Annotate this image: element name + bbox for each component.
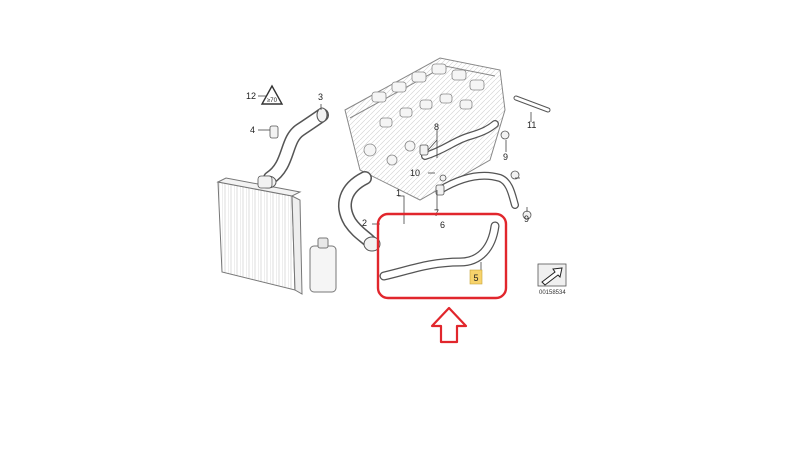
- heater-hose-lower: [436, 171, 519, 209]
- callout-6: 6: [440, 220, 445, 230]
- callout-9a: 9: [503, 152, 508, 162]
- leader-lines: [258, 95, 532, 271]
- callout-2: 2: [362, 218, 367, 228]
- callout-8: 8: [434, 122, 439, 132]
- fittings: [257, 125, 532, 220]
- svg-text:5: 5: [473, 273, 478, 283]
- radiator: [216, 177, 337, 295]
- coolant-pipe-11: [513, 95, 551, 113]
- callout-11: 11: [527, 120, 536, 130]
- up-arrow-icon: [430, 306, 468, 344]
- highlight-box: [376, 212, 508, 300]
- callout-10: 10: [410, 168, 420, 178]
- callout-12: 12: [246, 91, 256, 101]
- callout-labels: 1 2 3 4 7 8 9 9 10 11 12 6: [246, 91, 536, 230]
- callout-3: 3: [318, 92, 323, 102]
- lower-radiator-hose: [338, 171, 381, 252]
- view-direction-icon: [537, 263, 567, 287]
- reference-code: 00158534: [539, 290, 566, 296]
- callout-4: 4: [250, 125, 255, 135]
- callout-9b: 9: [524, 214, 529, 224]
- cap-label: ≥70: [267, 98, 278, 104]
- callout-5: 5: [469, 269, 483, 285]
- callout-1: 1: [396, 188, 401, 198]
- heater-hose-upper: [421, 120, 499, 160]
- coolant-hose-part-5: [379, 221, 500, 281]
- engine-block: [344, 57, 506, 201]
- warning-cap: ≥70: [260, 84, 284, 105]
- expansion-tank: [309, 245, 337, 293]
